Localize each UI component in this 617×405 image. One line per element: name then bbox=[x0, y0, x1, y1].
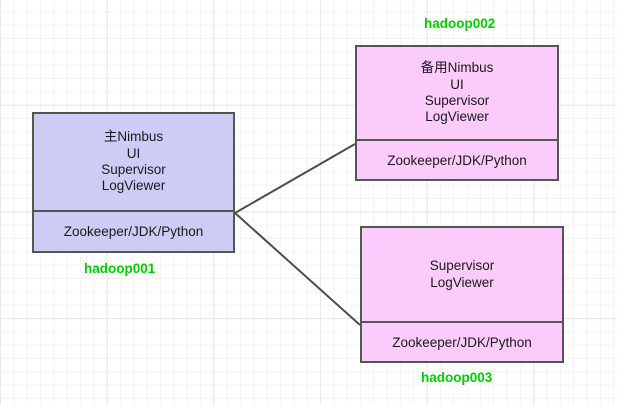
node-divider bbox=[34, 210, 233, 212]
node-base-hadoop001: Zookeeper/JDK/Python bbox=[63, 224, 204, 239]
role-line: Supervisor bbox=[424, 93, 490, 108]
role-line: Supervisor bbox=[101, 162, 166, 177]
role-line: LogViewer bbox=[430, 274, 494, 290]
node-divider bbox=[362, 321, 562, 323]
node-roles-hadoop003: Supervisor LogViewer bbox=[362, 228, 562, 321]
connector-hadoop001-hadoop003 bbox=[234, 212, 361, 326]
role-line: LogViewer bbox=[101, 178, 166, 194]
node-box-hadoop003[interactable]: Supervisor LogViewer Zookeeper/JDK/Pytho… bbox=[360, 226, 564, 363]
role-line: UI bbox=[450, 76, 464, 92]
node-base-hadoop002: Zookeeper/JDK/Python bbox=[387, 152, 527, 168]
node-divider bbox=[357, 139, 557, 141]
connector-hadoop001-hadoop002 bbox=[234, 143, 356, 214]
role-line: LogViewer bbox=[425, 109, 489, 125]
role-line: Supervisor bbox=[429, 258, 495, 274]
node-roles-hadoop002: 备用Nimbus UI Supervisor LogViewer bbox=[357, 47, 557, 139]
role-line: UI bbox=[126, 145, 141, 161]
role-line: 主Nimbus bbox=[103, 129, 164, 145]
role-line: 备用Nimbus bbox=[420, 60, 494, 76]
hostname-label-hadoop003: hadoop003 bbox=[421, 370, 493, 385]
node-roles-hadoop001: 主Nimbus UI Supervisor LogViewer bbox=[34, 114, 233, 210]
hostname-label-hadoop002: hadoop002 bbox=[424, 16, 496, 31]
hostname-label-hadoop001: hadoop001 bbox=[84, 261, 156, 276]
node-box-hadoop001[interactable]: 主Nimbus UI Supervisor LogViewer Zookeepe… bbox=[32, 112, 235, 253]
node-box-hadoop002[interactable]: 备用Nimbus UI Supervisor LogViewer Zookeep… bbox=[355, 45, 559, 181]
node-base-hadoop003: Zookeeper/JDK/Python bbox=[392, 334, 532, 350]
